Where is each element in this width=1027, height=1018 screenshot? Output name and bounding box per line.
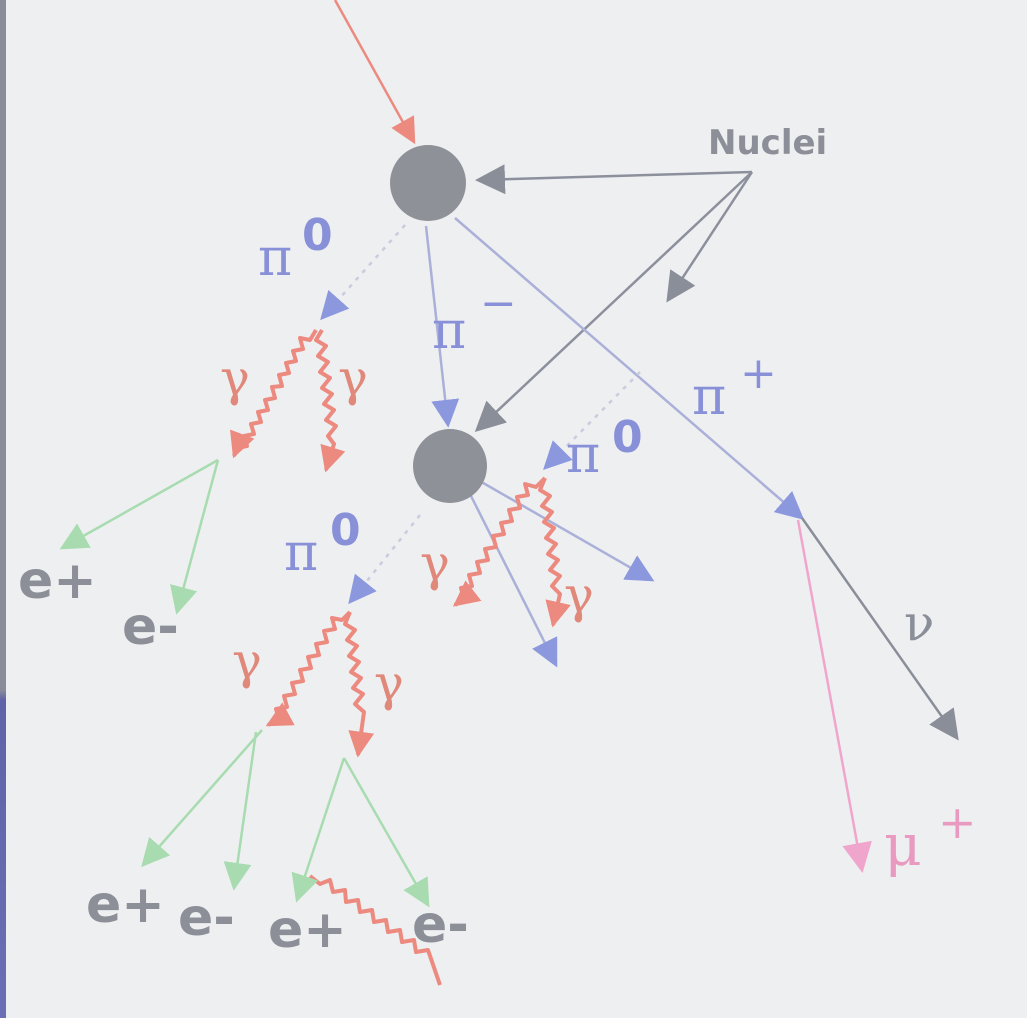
- positron-label-2: e+: [86, 875, 165, 935]
- pi0-label-2: π: [566, 425, 600, 485]
- gamma-label-1: γ: [220, 349, 250, 407]
- pi0-label-1-sup: 0: [302, 210, 333, 261]
- electron-label-1: e-: [122, 597, 179, 657]
- mu-label: μ: [884, 811, 922, 879]
- incoming-particle-track: [333, 0, 416, 145]
- gamma-label-4: γ: [564, 566, 594, 624]
- electron-label-3: e-: [412, 895, 469, 955]
- electron-tracks: [59, 458, 430, 908]
- muon-track: [796, 519, 872, 873]
- pi0-label-3: π: [284, 523, 318, 583]
- pion-track-b: [466, 489, 558, 668]
- image-frame-edge: [0, 0, 6, 1018]
- pi-plus-label: π: [692, 367, 726, 427]
- pi-minus-label: π: [432, 301, 466, 361]
- nu-label: ν: [904, 594, 934, 652]
- pi0-label-2-sup: 0: [612, 412, 643, 463]
- pi-minus-track: [424, 225, 460, 428]
- pi-plus-label-sup: +: [740, 348, 777, 399]
- pi0-label-1: π: [258, 228, 292, 288]
- nuclei-label: Nuclei: [708, 123, 827, 163]
- pi0-track-1: [320, 224, 406, 321]
- nucleus-1: [390, 145, 466, 221]
- photon-tracks: [230, 328, 571, 986]
- gamma-label-5: γ: [232, 632, 262, 690]
- pi-plus-track: [454, 217, 805, 520]
- gamma-label-6: γ: [374, 654, 404, 712]
- nuclei-arrows: [474, 164, 754, 433]
- pi-minus-label-sup: −: [480, 278, 517, 329]
- positron-label-1: e+: [18, 551, 97, 611]
- pi0-track-3: [348, 514, 421, 605]
- neutrino-track: [800, 517, 959, 741]
- pion-track-a: [477, 478, 655, 582]
- nucleus-2: [413, 429, 487, 503]
- mu-label-sup: +: [938, 795, 977, 849]
- pi0-label-3-sup: 0: [330, 505, 361, 556]
- gamma-label-2: γ: [338, 349, 368, 407]
- electron-label-2: e-: [178, 888, 235, 948]
- gamma-label-3: γ: [420, 534, 450, 592]
- pi0-track-2: [543, 371, 641, 470]
- positron-label-3: e+: [268, 900, 347, 960]
